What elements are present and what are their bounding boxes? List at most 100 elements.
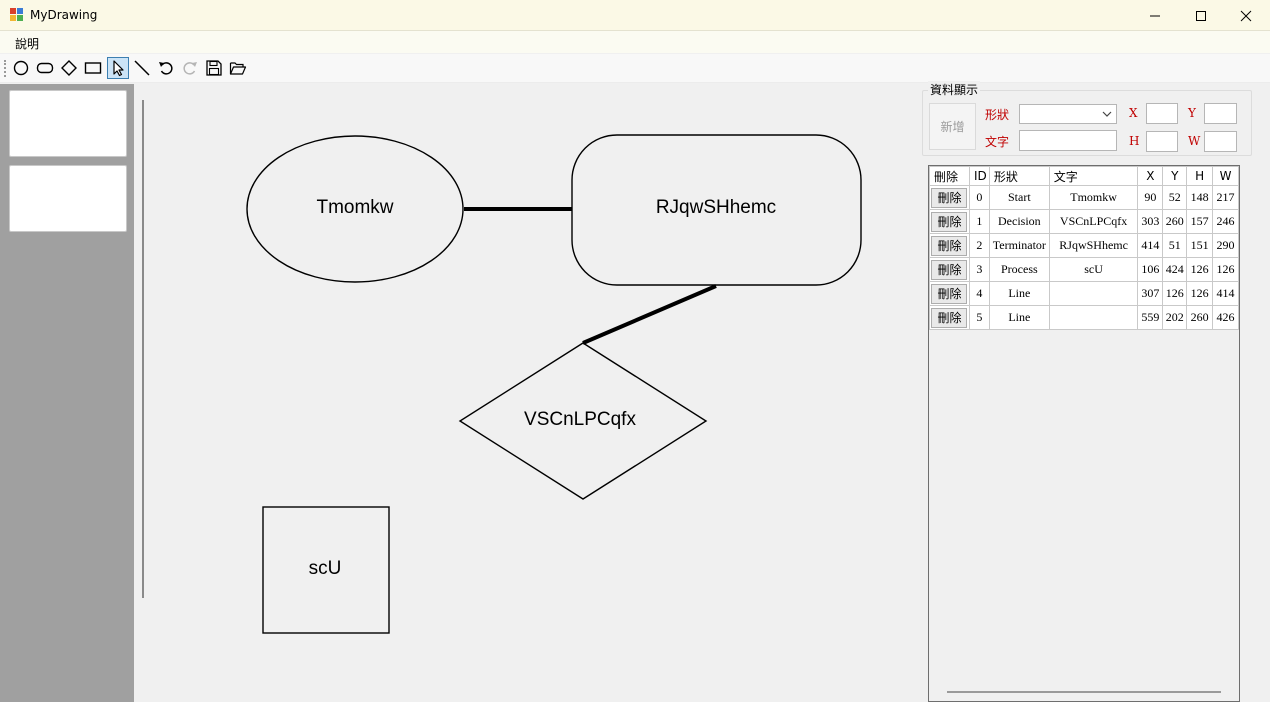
- delete-row-button[interactable]: 刪除: [931, 211, 968, 232]
- column-header-h[interactable]: H: [1186, 166, 1214, 186]
- shape-select[interactable]: [1019, 104, 1117, 124]
- redo-tool-button[interactable]: [179, 57, 201, 79]
- cell-w: 290: [1212, 233, 1239, 258]
- table-row[interactable]: 刪除 2 Terminator RJqwSHhemc 414 51 151 29…: [929, 233, 1239, 258]
- process-tool-button[interactable]: [82, 57, 104, 79]
- add-button[interactable]: 新增: [929, 103, 976, 150]
- table-row[interactable]: 刪除 0 Start Tmomkw 90 52 148 217: [929, 185, 1239, 210]
- undo-tool-button[interactable]: [155, 57, 177, 79]
- y-input[interactable]: [1204, 103, 1237, 124]
- cell-id: 1: [968, 209, 990, 234]
- canvas-drawing: [246, 134, 862, 634]
- cell-h: 126: [1186, 257, 1214, 282]
- toolbar: [0, 54, 1270, 83]
- delete-row-button[interactable]: 刪除: [931, 187, 968, 208]
- select-tool-button[interactable]: [107, 57, 129, 79]
- cell-x: 307: [1137, 281, 1164, 306]
- x-field-label: X: [1129, 106, 1138, 120]
- diamond-icon: [61, 60, 77, 76]
- table-row[interactable]: 刪除 4 Line 307 126 126 414: [929, 281, 1239, 306]
- cell-h: 148: [1186, 185, 1214, 210]
- column-header-x[interactable]: X: [1137, 166, 1164, 186]
- shape-data-grid[interactable]: 刪除 ID 形狀 文字 X Y H W 刪除 0 Start Tmomkw 90…: [928, 165, 1240, 702]
- shape-label: Tmomkw: [316, 197, 394, 218]
- cell-shape: Start: [988, 185, 1050, 210]
- line-tool-button[interactable]: [131, 57, 153, 79]
- save-tool-button[interactable]: [203, 57, 225, 79]
- start-shape[interactable]: [246, 135, 464, 283]
- save-icon: [206, 60, 222, 76]
- page-thumbnail-panel: [0, 84, 134, 702]
- cell-y: 126: [1162, 281, 1188, 306]
- vertical-splitter[interactable]: [142, 100, 144, 598]
- cell-id: 5: [968, 305, 990, 330]
- cell-x: 414: [1137, 233, 1164, 258]
- cell-id: 0: [968, 185, 990, 210]
- delete-row-button[interactable]: 刪除: [931, 259, 968, 280]
- table-row[interactable]: 刪除 3 Process scU 106 424 126 126: [929, 257, 1239, 282]
- column-header-shape[interactable]: 形狀: [988, 166, 1050, 186]
- close-button[interactable]: [1223, 0, 1269, 31]
- decision-tool-button[interactable]: [58, 57, 80, 79]
- rectangle-icon: [84, 62, 102, 74]
- column-header-text[interactable]: 文字: [1048, 166, 1139, 186]
- shape-label: VSCnLPCqfx: [524, 409, 636, 430]
- cell-id: 3: [968, 257, 990, 282]
- column-header-y[interactable]: Y: [1162, 166, 1188, 186]
- shape-label: scU: [308, 558, 342, 579]
- cell-text: [1048, 281, 1139, 306]
- terminator-shape[interactable]: [571, 134, 862, 286]
- page-thumbnail[interactable]: [9, 90, 127, 157]
- cell-text: scU: [1048, 257, 1139, 282]
- cell-h: 157: [1186, 209, 1214, 234]
- maximize-button[interactable]: [1178, 0, 1224, 31]
- column-header-delete[interactable]: 刪除: [929, 166, 970, 186]
- shape-label: RJqwSHhemc: [655, 197, 777, 218]
- delete-row-button[interactable]: 刪除: [931, 307, 968, 328]
- rounded-rect-icon: [36, 62, 54, 74]
- process-shape[interactable]: [262, 506, 390, 634]
- menu-bar: 說明: [0, 31, 1270, 53]
- menu-help[interactable]: 說明: [15, 37, 40, 51]
- cell-text: VSCnLPCqfx: [1048, 209, 1139, 234]
- column-header-id[interactable]: ID: [968, 166, 990, 186]
- cell-shape: Terminator: [988, 233, 1050, 258]
- cell-shape: Line: [988, 305, 1050, 330]
- undo-icon: [159, 62, 173, 75]
- text-input[interactable]: [1019, 130, 1117, 151]
- delete-row-button[interactable]: 刪除: [931, 283, 968, 304]
- cell-h: 260: [1186, 305, 1214, 330]
- cell-w: 126: [1212, 257, 1239, 282]
- app-icon: [10, 8, 23, 21]
- title-bar: MyDrawing: [0, 0, 1270, 31]
- drawing-canvas[interactable]: Tmomkw RJqwSHhemc VSCnLPCqfx scU: [134, 84, 920, 702]
- page-thumbnail[interactable]: [9, 165, 127, 232]
- cell-y: 202: [1162, 305, 1188, 330]
- w-input[interactable]: [1204, 131, 1237, 152]
- connector-line[interactable]: [582, 284, 717, 345]
- open-tool-button[interactable]: [227, 57, 249, 79]
- cell-x: 106: [1137, 257, 1164, 282]
- line-icon: [134, 60, 150, 76]
- cell-x: 303: [1137, 209, 1164, 234]
- horizontal-scrollbar[interactable]: [947, 691, 1221, 693]
- data-display-group: [922, 90, 1252, 156]
- minimize-button[interactable]: [1132, 0, 1178, 31]
- y-field-label: Y: [1188, 106, 1196, 120]
- cell-h: 151: [1186, 233, 1214, 258]
- cell-w: 414: [1212, 281, 1239, 306]
- cell-y: 260: [1162, 209, 1188, 234]
- ellipse-tool-button[interactable]: [10, 57, 32, 79]
- chevron-down-icon: [1102, 111, 1112, 117]
- toolbar-grip[interactable]: [4, 60, 6, 77]
- x-input[interactable]: [1146, 103, 1178, 124]
- table-row[interactable]: 刪除 1 Decision VSCnLPCqfx 303 260 157 246: [929, 209, 1239, 234]
- terminator-tool-button[interactable]: [34, 57, 56, 79]
- decision-shape[interactable]: [458, 342, 708, 500]
- delete-row-button[interactable]: 刪除: [931, 235, 968, 256]
- column-header-w[interactable]: W: [1212, 166, 1239, 186]
- grid-header-row: 刪除 ID 形狀 文字 X Y H W: [929, 166, 1239, 186]
- table-row[interactable]: 刪除 5 Line 559 202 260 426: [929, 305, 1239, 330]
- cell-x: 90: [1137, 185, 1164, 210]
- h-input[interactable]: [1146, 131, 1178, 152]
